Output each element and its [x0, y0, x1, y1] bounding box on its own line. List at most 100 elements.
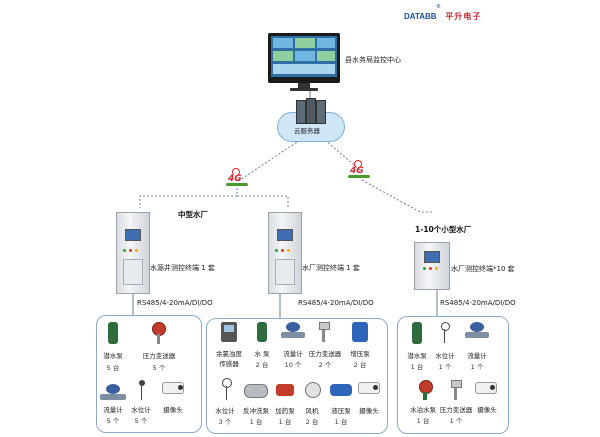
- flow-meter-icon: [106, 384, 120, 394]
- control-cabinet-icon: [116, 212, 150, 294]
- brand-logo: DATABB ® 平升电子: [404, 4, 481, 23]
- device-name: 液压泵: [331, 407, 351, 415]
- camera-lens-icon: [373, 385, 378, 390]
- dosing-pump-icon: [276, 384, 294, 396]
- 4g-badge-icon: 4G: [348, 160, 376, 180]
- device-name: 反冲洗泵: [243, 407, 269, 415]
- submersible-pump-icon: [108, 322, 118, 344]
- device-count: 3 个: [218, 418, 232, 426]
- device-count: 1 台: [416, 417, 430, 425]
- monitor-stand-icon: [298, 83, 310, 89]
- device-group-3: [397, 316, 509, 434]
- device-name: 摄像头: [359, 407, 379, 415]
- device-name: 风机: [305, 407, 319, 415]
- center-label: 县水务局监控中心: [345, 56, 401, 64]
- pressure-transmitter-head-icon: [451, 380, 462, 388]
- device-name: 潜水泵: [103, 352, 123, 360]
- device-name: 水泊水泵: [410, 406, 436, 414]
- server-icon: [296, 100, 306, 124]
- submersible-pump-icon: [412, 322, 422, 344]
- cabinet-label: 水厂测控终端 1 套: [302, 264, 360, 272]
- device-name: 水位计: [435, 352, 455, 360]
- site-title-mid: 中型水厂: [178, 210, 208, 219]
- device-name: 压力变送器: [142, 352, 176, 360]
- device-count: 1 个: [449, 417, 463, 425]
- pressure-transmitter-head-icon: [319, 322, 330, 330]
- device-count: 5 个: [152, 364, 166, 372]
- control-cabinet-icon: [268, 212, 302, 294]
- cloud-label: 云服务器: [294, 127, 320, 135]
- backwash-pump-icon: [244, 384, 268, 398]
- fan-icon: [305, 382, 321, 398]
- device-name: 流量计: [283, 350, 303, 358]
- pressure-transmitter-icon: [454, 380, 457, 400]
- bus-label: RS485/4-20mA/DI/DO: [440, 299, 516, 307]
- device-count: 5 个: [134, 417, 148, 425]
- hydraulic-pump-icon: [330, 384, 352, 396]
- device-count: 1 台: [410, 363, 424, 371]
- device-group-1: [96, 315, 202, 433]
- device-name: 水 泵: [254, 350, 270, 358]
- device-count: 2 台: [305, 418, 319, 426]
- device-count: 1 个: [438, 363, 452, 371]
- device-name: 水位计: [131, 406, 151, 414]
- device-count: 1 台: [249, 418, 263, 426]
- booster-pump-icon: [352, 322, 368, 342]
- cabinet-label: 水厂测控终端*10 套: [451, 265, 515, 273]
- bus-label: RS485/4-20mA/DI/DO: [298, 299, 374, 307]
- flow-meter-pipe-icon: [465, 332, 489, 338]
- device-count: 2 台: [353, 361, 367, 369]
- pressure-transmitter-icon: [322, 322, 325, 342]
- device-name: 水位计: [215, 407, 235, 415]
- flow-meter-pipe-icon: [100, 394, 126, 400]
- brand-cn: 平升电子: [445, 12, 482, 21]
- camera-lens-icon: [178, 385, 183, 390]
- chlorine-turbidity-sensor-icon: [221, 322, 237, 342]
- device-name: 流量计: [103, 406, 123, 414]
- site-title-small: 1-10个小型水厂: [415, 225, 472, 234]
- device-count: 5 台: [106, 364, 120, 372]
- device-count: 10 个: [284, 361, 302, 369]
- device-count: 1 个: [470, 363, 484, 371]
- flow-meter-icon: [286, 322, 300, 332]
- pressure-transmitter-stem-icon: [157, 334, 160, 344]
- server-icon: [316, 100, 326, 124]
- server-icon: [306, 98, 316, 124]
- device-name: 余氯浊度: [216, 350, 242, 358]
- water-level-meter-cable-icon: [444, 329, 445, 343]
- water-level-meter-icon: [139, 380, 145, 386]
- monitor-icon: [268, 33, 340, 83]
- water-level-meter-cable-icon: [141, 386, 142, 400]
- camera-lens-icon: [490, 385, 495, 390]
- device-name: 增压泵: [350, 350, 370, 358]
- device-name: 潜水泵: [407, 352, 427, 360]
- monitor-base-icon: [290, 88, 318, 91]
- bus-label: RS485/4-20mA/DI/DO: [137, 299, 213, 307]
- device-count: 1 台: [278, 418, 292, 426]
- 4g-badge-icon: 4G: [226, 168, 254, 188]
- device-count: 5 个: [106, 417, 120, 425]
- device-name: 压力变送器: [439, 406, 473, 414]
- water-pump-icon: [257, 322, 267, 342]
- pump-body-icon: [423, 392, 427, 400]
- brand-latin: DATABB: [404, 12, 437, 21]
- device-count: 2 个: [318, 361, 332, 369]
- brand-reg: ®: [436, 4, 441, 10]
- device-count: 2 台: [255, 361, 269, 369]
- cloud-icon: [277, 112, 345, 142]
- device-count: 1 台: [334, 418, 348, 426]
- flow-meter-icon: [470, 322, 484, 332]
- cabinet-label: 水源井测控终端 1 套: [150, 264, 215, 272]
- flow-meter-pipe-icon: [281, 332, 305, 338]
- water-level-meter-icon: [441, 322, 450, 331]
- control-box-icon: [414, 242, 450, 290]
- device-name: 压力变送器: [308, 350, 342, 358]
- device-name: 摄像头: [163, 406, 183, 414]
- water-level-meter-icon: [222, 378, 232, 388]
- device-name-line2: 传感器: [219, 360, 239, 368]
- device-name: 加药泵: [275, 407, 295, 415]
- water-level-meter-cable-icon: [226, 386, 227, 400]
- device-name: 流量计: [467, 352, 487, 360]
- device-name: 摄像头: [477, 406, 497, 414]
